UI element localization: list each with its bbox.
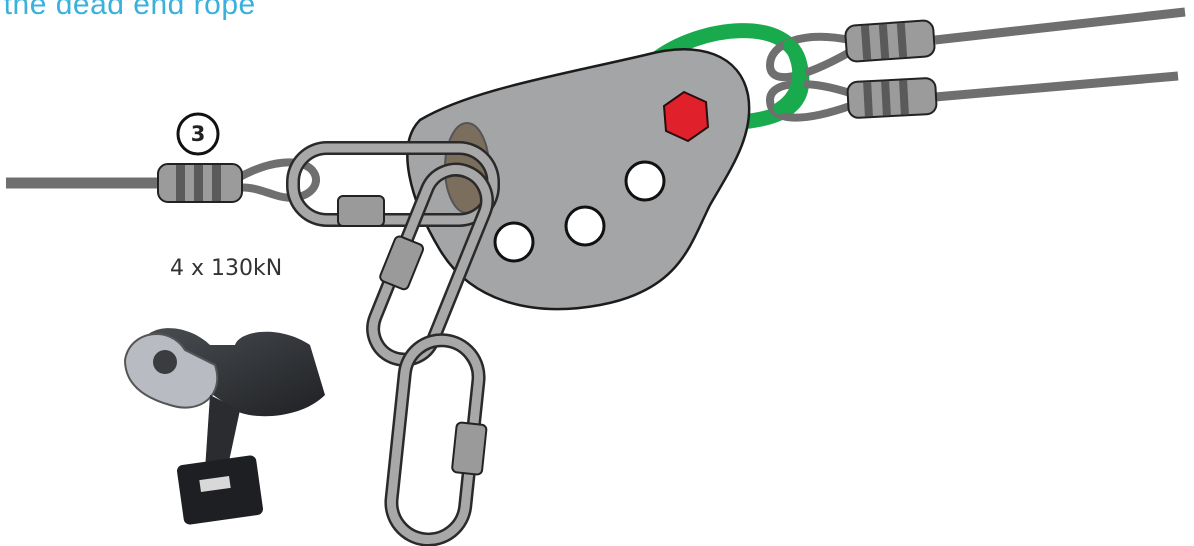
step-circle (176, 112, 220, 156)
page-heading: t the dead end rope (0, 0, 256, 21)
rating-label: 4 x 130kN (170, 256, 283, 281)
left-ferrule (157, 163, 243, 203)
step-number-label: 3 (190, 122, 206, 146)
plate-hole-1 (493, 221, 535, 263)
lower-rope-right (934, 71, 1179, 102)
left-thimble (236, 158, 320, 202)
quick-link-sleeve-2 (379, 235, 425, 291)
lower-ferrule (846, 77, 938, 119)
plate-hole-3 (624, 160, 666, 202)
lower-thimble (765, 79, 852, 122)
upper-ferrule (844, 19, 936, 63)
quick-link-sleeve-1 (337, 195, 385, 227)
quick-link-sleeve-3 (451, 421, 488, 476)
sling-over-thimble (773, 38, 806, 115)
upper-rope-right (934, 7, 1186, 45)
plate-hole-2 (564, 205, 606, 247)
battery-hydraulic-crimping-tool-icon (123, 328, 325, 525)
hex-bolt-icon (662, 90, 710, 143)
upper-thimble (765, 32, 852, 81)
